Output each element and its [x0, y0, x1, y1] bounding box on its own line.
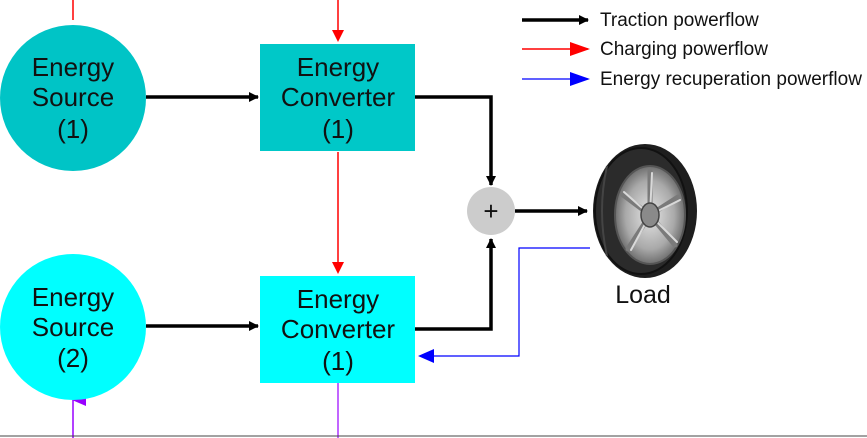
traction-arrow-converter1-sum	[415, 95, 496, 186]
source2-label-line1: Energy	[32, 282, 114, 312]
energy-source-1	[0, 25, 146, 171]
source1-label-line1: Energy	[32, 52, 114, 82]
legend-recuperation-label: Energy recuperation powerflow	[600, 69, 862, 90]
traction-arrow-converter2-sum	[415, 238, 496, 331]
recuperation-line	[432, 247, 590, 357]
source1-label-line3: (1)	[57, 114, 89, 144]
legend-recuperation-arrowhead	[570, 72, 590, 86]
converter1-label-line1: Energy	[297, 52, 379, 82]
converter2-label-line3: (1)	[322, 346, 354, 376]
converter2-label-line1: Energy	[297, 284, 379, 314]
legend: Traction powerflow Charging powerflow En…	[522, 10, 862, 90]
converter1-label-line3: (1)	[322, 114, 354, 144]
recuperation-arrowhead	[418, 349, 434, 363]
source2-label-line3: (2)	[57, 343, 89, 373]
legend-traction-label: Traction powerflow	[600, 10, 759, 31]
converter1-label-line2: Converter	[281, 82, 395, 112]
energy-converter-1	[260, 44, 415, 151]
converter2-label-line2: Converter	[281, 314, 395, 344]
source2-label-line2: Source	[32, 312, 114, 342]
summing-node-symbol: +	[483, 196, 498, 226]
legend-charging-label: Charging powerflow	[600, 39, 768, 60]
energy-converter-2	[260, 276, 415, 383]
tire-wheel-icon	[593, 144, 697, 278]
summing-node	[467, 187, 515, 235]
legend-charging-arrowhead	[570, 42, 590, 56]
load-label: Load	[615, 281, 671, 309]
energy-source-2	[0, 254, 146, 400]
source1-label-line2: Source	[32, 82, 114, 112]
